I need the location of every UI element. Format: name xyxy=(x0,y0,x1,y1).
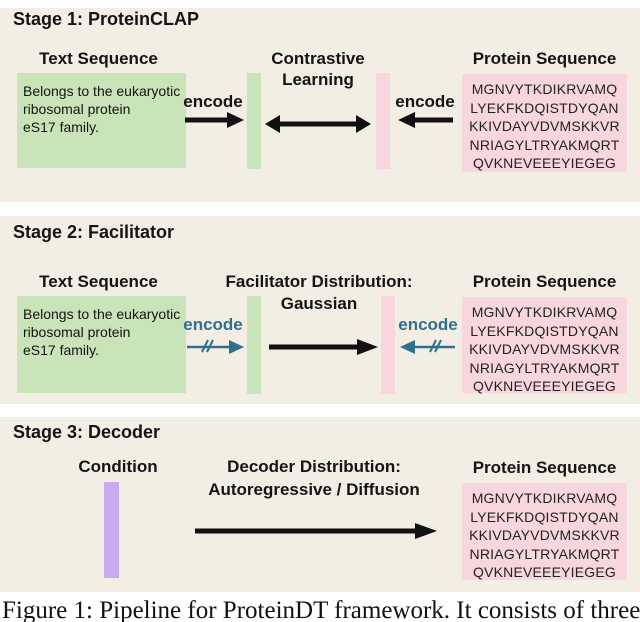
encode-arrow-right-icon xyxy=(183,110,245,135)
encode-arrow-left-icon xyxy=(397,110,455,135)
facilitator-distribution-label: Facilitator Distribution: Gaussian xyxy=(225,272,413,313)
stage1-text-embedding-bar xyxy=(247,73,261,169)
figure-caption: Figure 1: Pipeline for ProteinDT framewo… xyxy=(2,597,640,622)
facilitator-arrow-icon xyxy=(267,337,379,362)
stage2-protein-sequence-box: MGNVYTKDIKRVAMQ LYEKFKDQISTDYQAN KKIVDAY… xyxy=(462,297,627,394)
stage2-title: Stage 2: Facilitator xyxy=(13,222,175,242)
text-line: Belongs to the eukaryotic xyxy=(23,306,181,322)
sequence-line: QVKNEVEEEYIEGEG xyxy=(472,155,617,171)
sequence-line: NRIAGYLTRYAKMQRT xyxy=(469,545,620,562)
stage2-protein-sequence-header: Protein Sequence xyxy=(472,272,617,291)
decoder-distribution-label: Decoder Distribution: Autoregressive / D… xyxy=(208,457,420,499)
sequence-line: KKIVDAYVDVMSKKVR xyxy=(469,118,620,134)
stage1-protein-embedding-bar xyxy=(376,73,390,169)
text-line: ribosomal protein xyxy=(23,101,131,117)
text-line: eS17 family. xyxy=(23,342,99,358)
stage3-protein-sequence-header: Protein Sequence xyxy=(472,458,617,477)
sequence-line: LYEKFKDQISTDYQAN xyxy=(470,508,619,525)
stage3-protein-sequence-box: MGNVYTKDIKRVAMQ LYEKFKDQISTDYQAN KKIVDAY… xyxy=(462,483,627,580)
stage2-text-embedding-bar xyxy=(247,296,261,394)
stage1-encode-right-label: encode xyxy=(395,92,455,111)
stage2-encode-right-label: encode xyxy=(398,315,458,334)
sequence-line: MGNVYTKDIKRVAMQ xyxy=(471,81,618,97)
sequence-line: QVKNEVEEEYIEGEG xyxy=(472,378,617,394)
stage1-protein-sequence-box: MGNVYTKDIKRVAMQ LYEKFKDQISTDYQAN KKIVDAY… xyxy=(462,74,627,172)
sequence-line: KKIVDAYVDVMSKKVR xyxy=(469,341,620,357)
contrastive-learning-label: Contrastive Learning xyxy=(271,49,365,89)
stage1-text-sequence-header: Text Sequence xyxy=(39,49,158,68)
decoder-arrow-icon xyxy=(193,521,438,546)
sequence-line: QVKNEVEEEYIEGEG xyxy=(472,564,617,580)
sequence-line: LYEKFKDQISTDYQAN xyxy=(470,322,619,339)
sequence-line: NRIAGYLTRYAKMQRT xyxy=(469,136,620,153)
stage1-encode-left-label: encode xyxy=(183,92,243,111)
stage2-encode-left-label: encode xyxy=(183,315,243,334)
sequence-line: LYEKFKDQISTDYQAN xyxy=(470,99,619,116)
bidirectional-arrow-icon xyxy=(264,113,372,140)
frozen-encode-arrow-right-icon xyxy=(185,337,245,360)
sequence-line: KKIVDAYVDVMSKKVR xyxy=(469,527,620,543)
stage2-text-sequence-box: Belongs to the eukaryotic ribosomal prot… xyxy=(17,296,186,393)
stage3-title: Stage 3: Decoder xyxy=(13,422,161,442)
stage2-text-sequence-header: Text Sequence xyxy=(39,272,158,291)
stage2-protein-embedding-bar xyxy=(381,296,395,394)
text-line: ribosomal protein xyxy=(23,324,131,340)
stage1-text-sequence-box: Belongs to the eukaryotic ribosomal prot… xyxy=(17,73,186,168)
condition-bar xyxy=(104,482,119,578)
text-line: eS17 family. xyxy=(23,119,99,135)
sequence-line: NRIAGYLTRYAKMQRT xyxy=(469,359,620,376)
frozen-encode-arrow-left-icon xyxy=(399,337,457,360)
sequence-line: MGNVYTKDIKRVAMQ xyxy=(471,490,618,506)
stage1-protein-sequence-header: Protein Sequence xyxy=(472,49,617,68)
text-line: Belongs to the eukaryotic xyxy=(23,83,181,99)
sequence-line: MGNVYTKDIKRVAMQ xyxy=(471,304,618,320)
condition-label: Condition xyxy=(78,457,158,476)
stage1-title: Stage 1: ProteinCLAP xyxy=(13,9,200,29)
